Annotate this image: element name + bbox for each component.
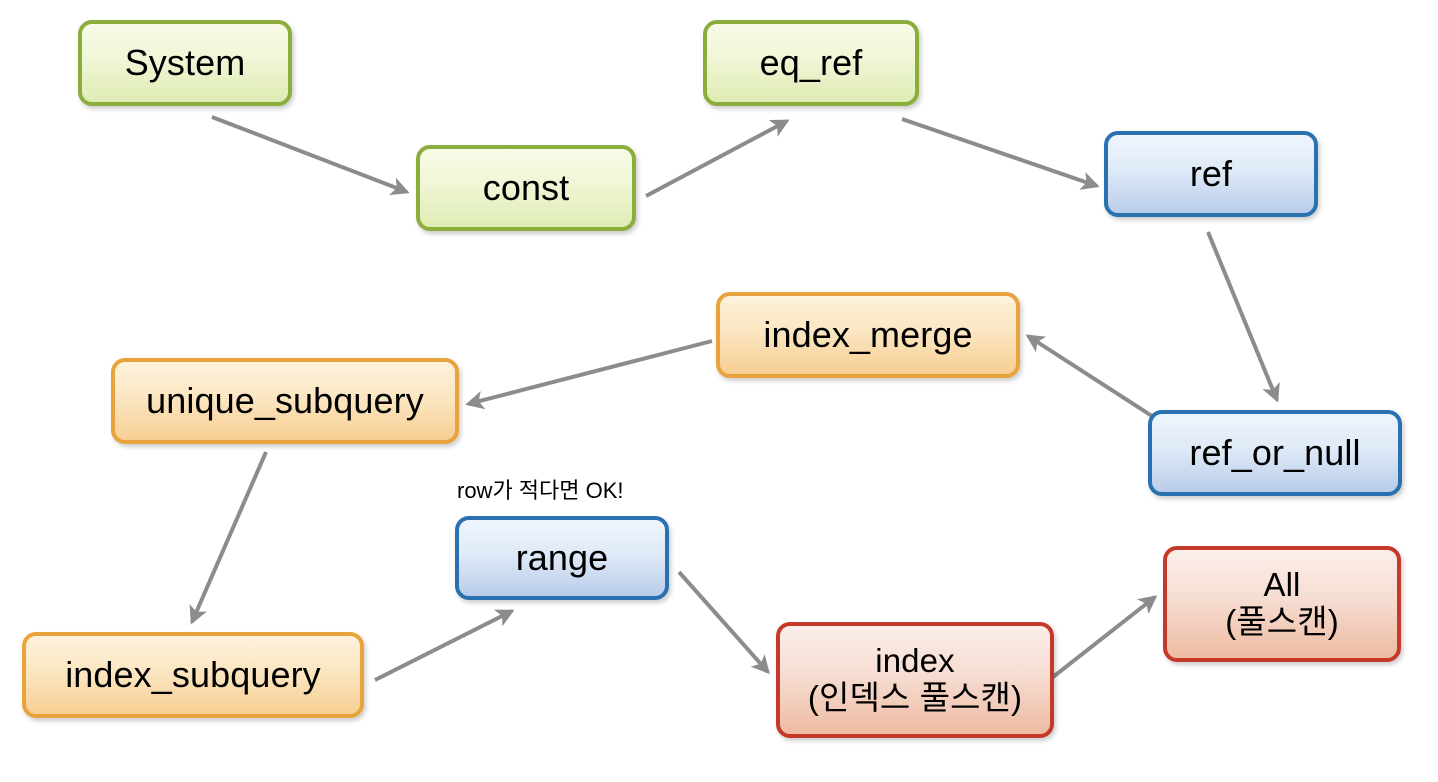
- edge-ref_or_null-to-index_merge: [1025, 334, 1157, 420]
- node-label: System: [124, 41, 246, 83]
- edge-ref-to-ref_or_null: [1206, 231, 1280, 403]
- node-label: range: [515, 536, 609, 578]
- node-label: All (풀스캔): [1225, 566, 1339, 640]
- node-unique-subquery[interactable]: unique_subquery: [111, 358, 459, 444]
- node-label: index (인덱스 풀스캔): [807, 642, 1023, 716]
- edge-unique_subquery-to-index_subquery: [189, 451, 268, 625]
- edge-system-to-const: [211, 115, 410, 196]
- node-label: eq_ref: [759, 41, 863, 83]
- node-range[interactable]: range: [455, 516, 669, 600]
- node-ref[interactable]: ref: [1104, 131, 1318, 217]
- node-index-merge[interactable]: index_merge: [716, 292, 1020, 378]
- node-system[interactable]: System: [78, 20, 292, 106]
- node-index[interactable]: index (인덱스 풀스캔): [776, 622, 1054, 738]
- edge-index_merge-to-unique_subquery: [465, 339, 713, 410]
- range-note-label: row가 적다면 OK!: [457, 478, 624, 503]
- node-all[interactable]: All (풀스캔): [1163, 546, 1401, 662]
- edge-index_subquery-to-range: [374, 609, 515, 682]
- edge-const-to-eq_ref: [645, 119, 790, 198]
- edge-eq_ref-to-ref: [901, 117, 1100, 190]
- node-ref-or-null[interactable]: ref_or_null: [1148, 410, 1402, 496]
- node-label: index_subquery: [65, 653, 321, 695]
- node-const[interactable]: const: [416, 145, 636, 231]
- node-index-subquery[interactable]: index_subquery: [22, 632, 364, 718]
- node-label: ref_or_null: [1189, 431, 1361, 473]
- edge-range-to-index: [677, 570, 770, 675]
- edge-index-to-all: [1051, 595, 1158, 679]
- node-label: index_merge: [763, 313, 973, 355]
- node-label: const: [482, 166, 570, 208]
- node-label: unique_subquery: [146, 379, 424, 421]
- node-label: ref: [1189, 152, 1233, 194]
- node-eq-ref[interactable]: eq_ref: [703, 20, 919, 106]
